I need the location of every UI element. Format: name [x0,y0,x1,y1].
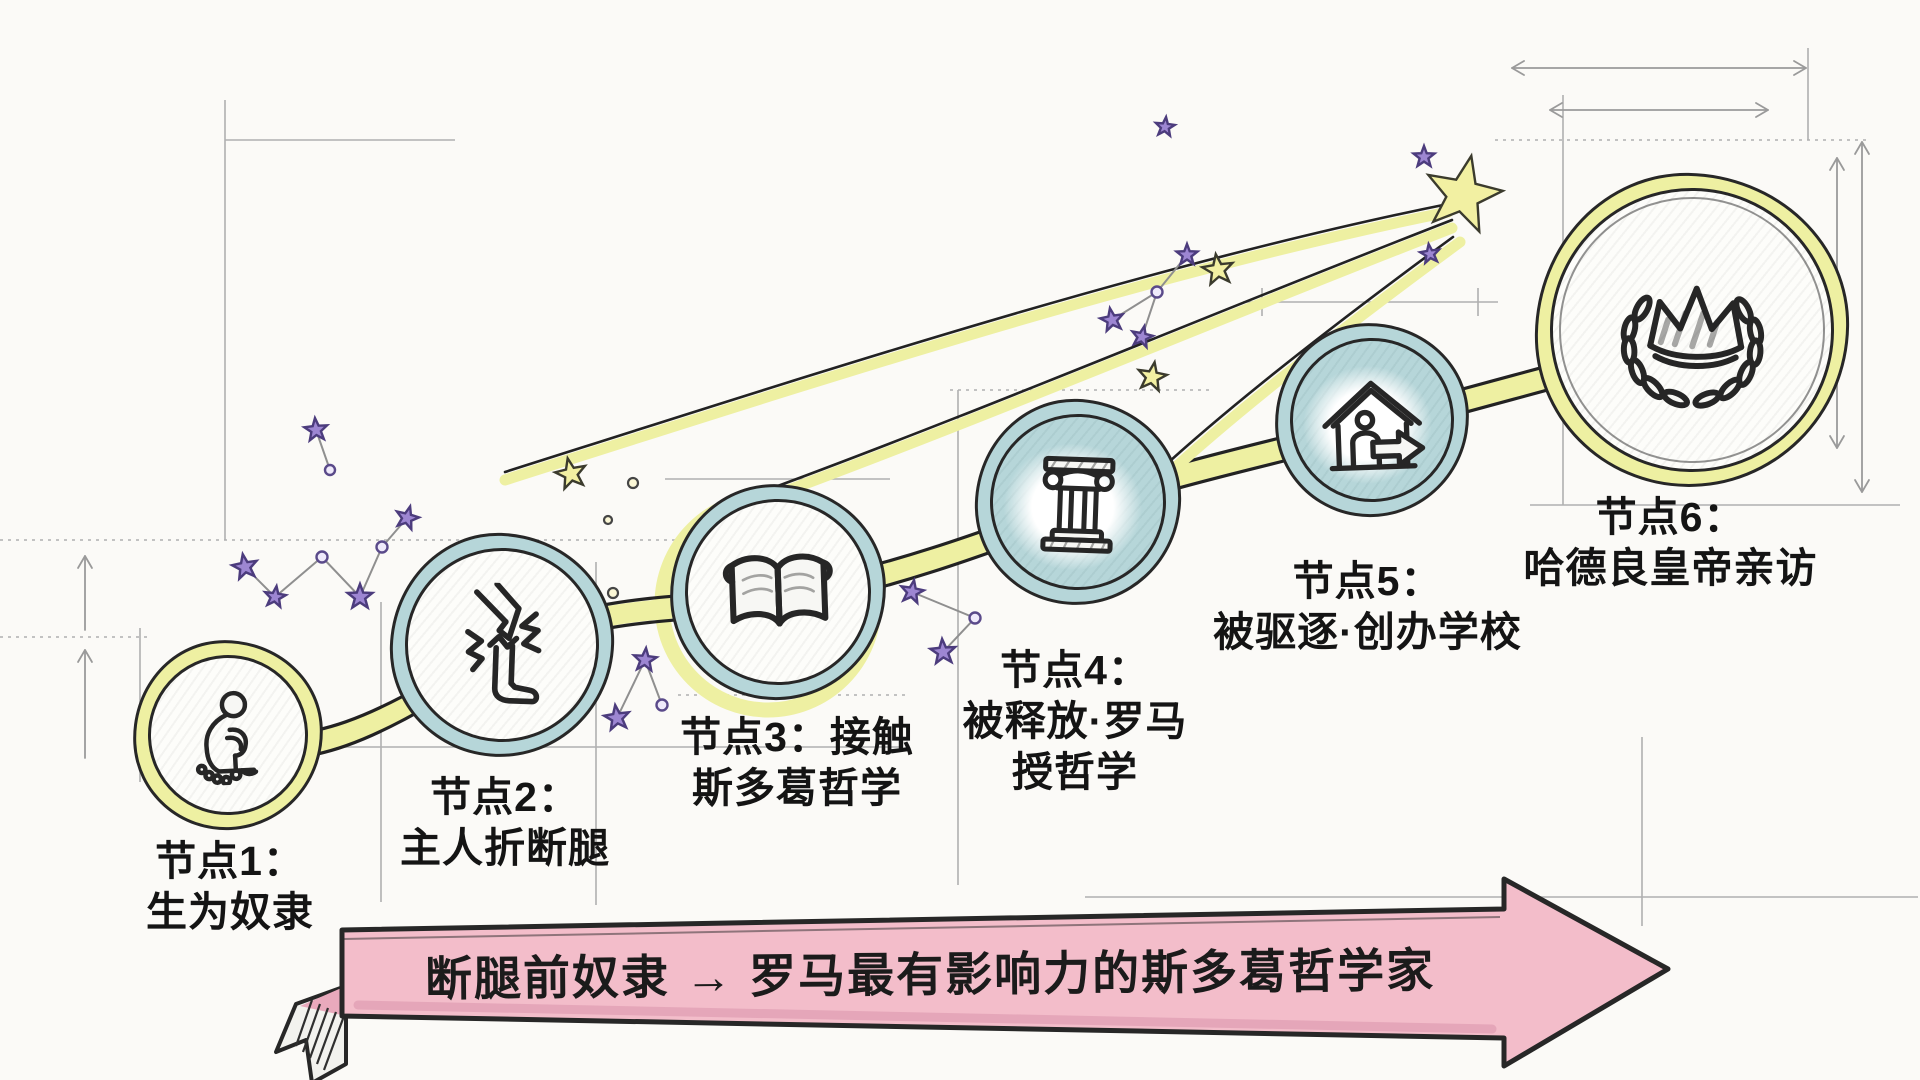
node-label-line: 哈德良皇帝亲访 [1523,544,1818,591]
node-label-line: 被驱逐·创办学校 [1213,608,1522,655]
node-5-label: 节点5： 被驱逐·创办学校 [1165,556,1570,658]
node-label-line: 节点5： [1292,558,1443,604]
node-3-circle [666,480,890,704]
node-label-line: 生为奴隶 [146,888,314,935]
node-6-label: 节点6： 哈德良皇帝亲访 [1468,492,1873,594]
banner-ribbon-arrow [274,876,1671,1080]
node-label-line: 授哲学 [1012,748,1138,795]
node-2-circle [386,529,618,761]
node-4-circle [971,395,1185,609]
node-label-line: 节点6： [1595,494,1746,540]
node-label-line: 节点2： [430,774,580,820]
node-label-line: 节点3：接触 [680,714,914,760]
roman-column-icon [1040,455,1116,554]
node-label-line: 斯多葛哲学 [692,764,902,811]
node-1-label: 节点1： 生为奴隶 [70,836,390,938]
chained-person-icon [195,690,259,787]
broken-leg-icon [464,580,541,704]
node-label-line: 节点4： [1000,647,1150,693]
node-3-label: 节点3：接触 斯多葛哲学 [612,712,982,814]
house-exit-icon [1322,380,1426,472]
node-label-line: 被释放·罗马 [962,697,1188,744]
banner-arrow-text: 断腿前奴隶 → 罗马最有影响力的斯多葛哲学家 [424,943,1436,1006]
node-4-label: 节点4： 被释放·罗马 授哲学 [915,645,1235,797]
node-1-circle [128,635,328,835]
node-6-circle [1532,170,1852,490]
node-label-line: 节点1： [155,838,305,884]
node-5-circle [1271,319,1473,521]
crown-laurel-icon [1620,285,1764,409]
open-scroll-icon [722,553,833,627]
constellation-dots [315,285,1164,712]
node-label-line: 主人折断腿 [400,824,610,871]
node-2-label: 节点2： 主人折断腿 [345,772,665,874]
dimension-arrows [77,60,1870,759]
